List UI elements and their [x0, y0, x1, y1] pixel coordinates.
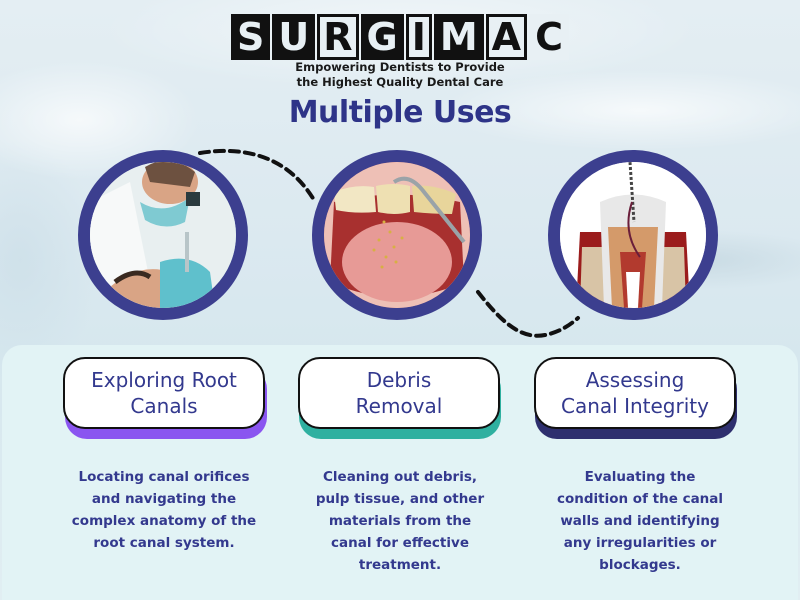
use-description-exploring: Locating canal orifices and navigating t… — [54, 466, 274, 554]
description-line: condition of the canal — [556, 491, 724, 507]
use-description-debris: Cleaning out debris, pulp tissue, and ot… — [290, 466, 510, 576]
surgimac-logo: S U R G I M A C — [231, 14, 569, 60]
brand-header: S U R G I M A C Empowering Dentists to P… — [0, 14, 800, 90]
card-heading-line-2: Canal Integrity — [561, 394, 709, 418]
logo-letter: G — [360, 14, 404, 60]
card-heading-line-2: Canals — [130, 394, 198, 418]
logo-letter: S — [231, 14, 271, 60]
mouth-debris-removal-image — [312, 150, 482, 320]
description-line: complex anatomy of the — [71, 513, 257, 529]
description-line: Cleaning out debris, — [323, 469, 477, 485]
card-heading-line-1: Debris — [366, 368, 432, 392]
page-title: Multiple Uses — [288, 95, 512, 130]
logo-letter: C — [529, 14, 569, 60]
description-line: Evaluating the — [584, 469, 696, 485]
description-line: canal for effective — [331, 535, 469, 551]
logo-letter: I — [405, 14, 432, 60]
use-card-exploring-root-canals: Exploring Root Canals — [63, 357, 265, 429]
description-line: treatment. — [358, 557, 442, 573]
description-line: root canal system. — [93, 535, 235, 551]
description-line: and navigating the — [91, 491, 237, 507]
use-card-assessing-canal-integrity: Assessing Canal Integrity — [534, 357, 736, 429]
tagline-line-2: the Highest Quality Dental Care — [296, 75, 504, 89]
description-line: walls and identifying — [560, 513, 720, 529]
dentist-examining-patient-image — [78, 150, 248, 320]
card-heading-line-1: Exploring Root — [91, 368, 237, 392]
logo-letter: M — [433, 14, 484, 60]
use-description-assessing: Evaluating the condition of the canal wa… — [530, 466, 750, 576]
description-line: materials from the — [328, 513, 472, 529]
description-line: Locating canal orifices — [78, 469, 250, 485]
description-line: any irregularities or — [563, 535, 717, 551]
description-line: pulp tissue, and other — [315, 491, 485, 507]
card-heading-line-1: Assessing — [585, 368, 685, 392]
tagline-line-1: Empowering Dentists to Provide — [295, 60, 505, 74]
card-heading-line-2: Removal — [355, 394, 443, 418]
tooth-root-canal-image — [548, 150, 718, 320]
logo-letter: A — [485, 14, 528, 60]
logo-letter: R — [317, 14, 359, 60]
logo-letter: U — [272, 14, 316, 60]
use-card-debris-removal: Debris Removal — [298, 357, 500, 429]
description-line: blockages. — [599, 557, 681, 573]
